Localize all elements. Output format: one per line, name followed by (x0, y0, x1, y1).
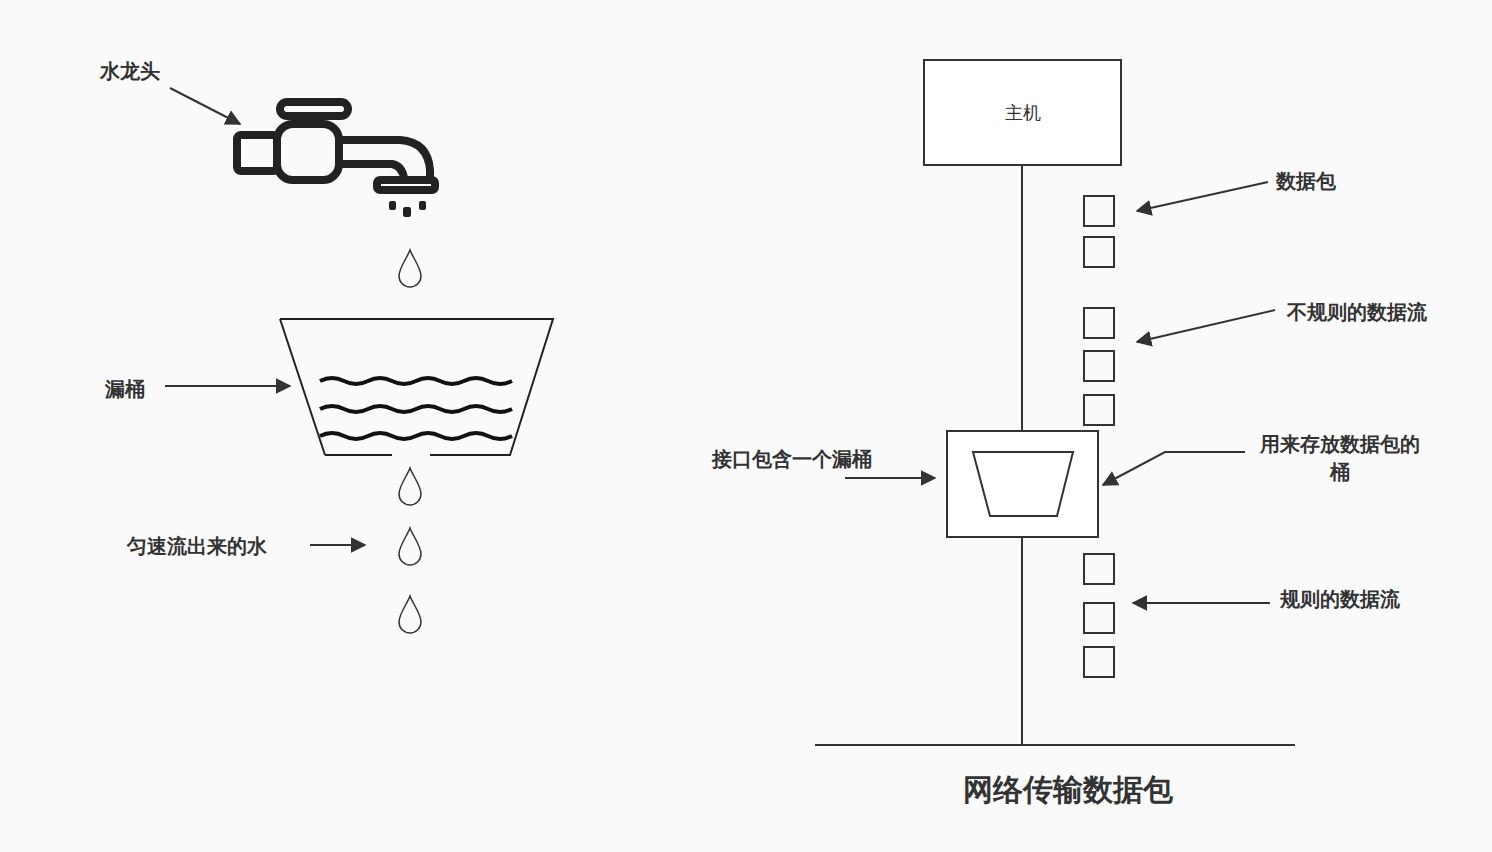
leader-arrow (1133, 602, 1270, 604)
packet (1084, 647, 1114, 677)
callout-label: 匀速流出来的水 (127, 532, 267, 560)
packet (1084, 554, 1114, 584)
wave (320, 406, 512, 412)
callout-label: 水龙头 (100, 57, 160, 85)
wave (320, 433, 512, 439)
leader-arrow (1137, 310, 1275, 342)
packets (1084, 196, 1114, 677)
water-waves (320, 378, 512, 439)
drip (403, 207, 411, 217)
faucet-pipe (237, 135, 277, 171)
leader-arrow (1103, 452, 1245, 485)
water-drop (399, 468, 421, 505)
packet (1084, 603, 1114, 633)
callout-label: 不规则的数据流 (1287, 298, 1427, 326)
packet (1084, 237, 1114, 267)
faucet-handle (280, 102, 348, 116)
leader-arrow (165, 385, 290, 387)
leader-arrow (310, 544, 365, 546)
callout-label: 接口包含一个漏桶 (712, 445, 872, 473)
callout-label: 规则的数据流 (1280, 585, 1400, 613)
interface-box (947, 431, 1098, 537)
leader-arrow (845, 477, 935, 479)
caption-text: 网络传输数据包 (963, 771, 1173, 809)
host-box: 主机 (923, 59, 1122, 166)
drip (389, 201, 396, 210)
packet (1084, 351, 1114, 381)
leaky-bucket (280, 319, 553, 455)
callout-label: 数据包 (1276, 167, 1336, 195)
drip (419, 201, 426, 210)
leader-arrow (1137, 182, 1268, 211)
network-bus (815, 744, 1295, 746)
water-drop (399, 250, 421, 287)
water-drops (399, 250, 421, 633)
drips (389, 201, 426, 217)
faucet-icon (237, 102, 435, 190)
water-drop (399, 596, 421, 633)
packet (1084, 395, 1114, 425)
callout-label: 用来存放数据包的 桶 (1253, 430, 1427, 486)
interface-bucket (973, 452, 1073, 516)
faucet-body (277, 124, 339, 180)
faucet-spout (339, 140, 430, 178)
leader-arrow (170, 88, 240, 124)
faucet-nozzle (377, 180, 435, 190)
packet (1084, 308, 1114, 338)
wave (320, 378, 512, 384)
callout-label: 漏桶 (105, 375, 145, 403)
water-drop (399, 528, 421, 565)
node-text: 主机 (1005, 101, 1041, 125)
packet (1084, 196, 1114, 226)
